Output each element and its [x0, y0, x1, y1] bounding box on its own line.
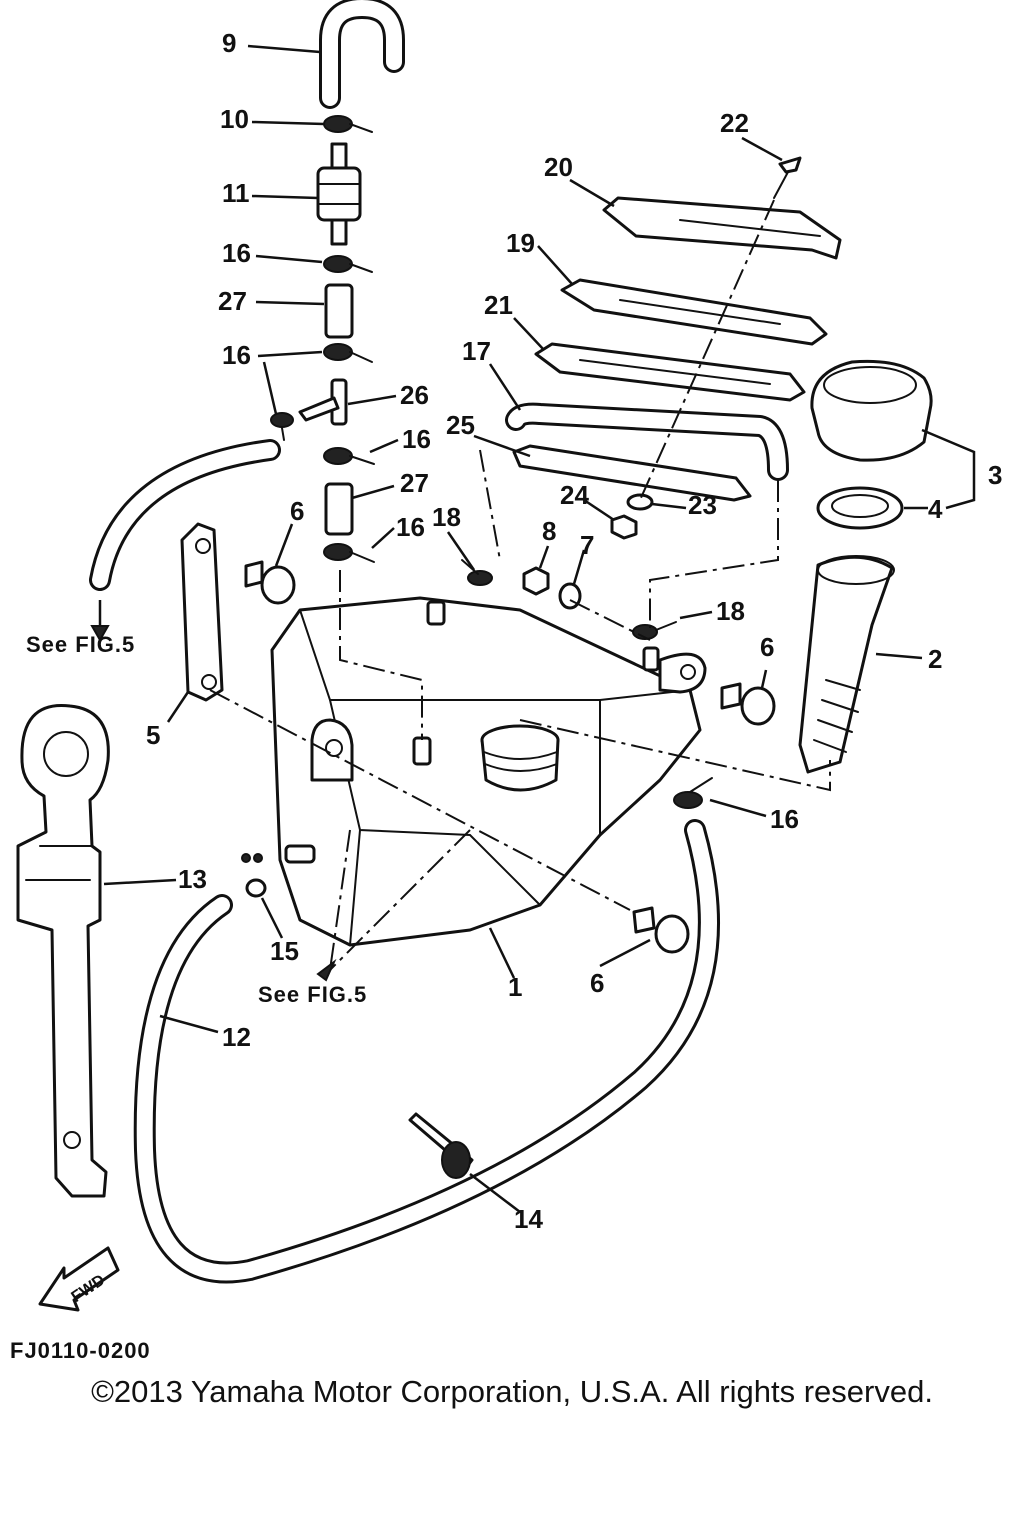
- callout-26: 26: [400, 380, 429, 410]
- callout-21: 21: [484, 290, 513, 320]
- nut-24: [610, 514, 638, 540]
- fuel-filter-11: [316, 142, 362, 246]
- plate-20: [602, 196, 842, 260]
- strainer-2: [798, 555, 895, 774]
- hose-clamp-16a: [323, 255, 373, 273]
- assembly-lines: [209, 199, 831, 971]
- callout-23: 23: [688, 490, 717, 520]
- cable-tie-14: [408, 1112, 474, 1179]
- hose-left: [89, 439, 281, 591]
- hose-27a: [324, 283, 354, 339]
- bolt-6c: [632, 906, 690, 954]
- callout-12: 12: [222, 1022, 251, 1052]
- callout-19: 19: [506, 228, 535, 258]
- fwd-arrow: FWD: [38, 1246, 120, 1312]
- hose-27b: [324, 482, 354, 536]
- breather-hose-9: [319, 0, 405, 109]
- see-fig-bottom: See FIG.5: [258, 982, 367, 1007]
- callout-27: 27: [218, 286, 247, 316]
- washer-23: [626, 493, 654, 511]
- callout-5: 5: [146, 720, 160, 750]
- callout-14: 14: [514, 1204, 543, 1234]
- oil-tank: [270, 596, 707, 947]
- hose-clamp-16c: [270, 412, 294, 441]
- callout-25: 25: [446, 410, 475, 440]
- nut-8: [522, 566, 550, 596]
- seal-4: [816, 486, 904, 530]
- see-fig-left: See FIG.5: [26, 632, 135, 657]
- bolt-6b: [720, 682, 776, 726]
- callout-20: 20: [544, 152, 573, 182]
- callout-18: 18: [716, 596, 745, 626]
- clip-15: [241, 853, 267, 898]
- hose-clamp-16e: [323, 543, 375, 563]
- clamp-18a: [461, 559, 493, 586]
- callout-6: 6: [760, 632, 774, 662]
- clamp-18b: [632, 621, 677, 640]
- hose-clamp-10: [323, 115, 373, 133]
- callout-13: 13: [178, 864, 207, 894]
- callout-17: 17: [462, 336, 491, 366]
- plate-21: [534, 342, 806, 402]
- diagram-code: FJ0110-0200: [10, 1338, 151, 1363]
- callout-22: 22: [720, 108, 749, 138]
- callout-16: 16: [396, 512, 425, 542]
- bracket-25: [512, 444, 752, 502]
- t-joint-26: [298, 378, 348, 426]
- callout-27: 27: [400, 468, 429, 498]
- callout-16: 16: [770, 804, 799, 834]
- screw-22: [773, 156, 802, 199]
- hose-12: [133, 819, 720, 1284]
- strap-13: [16, 703, 110, 1198]
- callout-24: 24: [560, 480, 589, 510]
- hose-clamp-16b: [323, 343, 373, 363]
- oil-cap-3: [810, 359, 933, 462]
- clamp-16-tank: [673, 777, 713, 809]
- callout-1: 1: [508, 972, 522, 1002]
- bolt-6a: [244, 560, 296, 605]
- gasket-19: [560, 278, 828, 346]
- callout-18: 18: [432, 502, 461, 532]
- breather-tube-17: [505, 402, 789, 481]
- callout-6: 6: [590, 968, 604, 998]
- callout-7: 7: [580, 530, 594, 560]
- callout-11: 11: [222, 178, 250, 208]
- callout-numbers: 9 10 11 16 27 16 26 16 27 16 6 18 8 7 24…: [26, 28, 1002, 1234]
- callout-16: 16: [402, 424, 431, 454]
- callout-16: 16: [222, 238, 251, 268]
- callout-16: 16: [222, 340, 251, 370]
- leader-lines: [90, 44, 976, 1213]
- callout-8: 8: [542, 516, 556, 546]
- stay-5: [180, 522, 224, 702]
- callout-4: 4: [928, 494, 943, 524]
- callout-2: 2: [928, 644, 942, 674]
- callout-10: 10: [220, 104, 249, 134]
- hose-clamp-16d: [323, 447, 375, 465]
- callout-15: 15: [270, 936, 299, 966]
- callout-9: 9: [222, 28, 236, 58]
- callout-3: 3: [988, 460, 1002, 490]
- copyright-notice: ©2013 Yamaha Motor Corporation, U.S.A. A…: [91, 1374, 933, 1409]
- callout-6: 6: [290, 496, 304, 526]
